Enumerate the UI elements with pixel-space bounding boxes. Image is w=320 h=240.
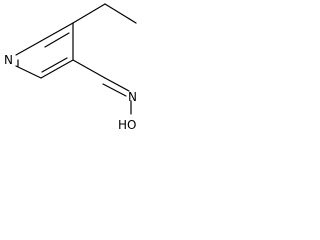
bond-c3-ch2 <box>72 3 106 24</box>
double-bond-c2-c3-inner <box>44 32 70 48</box>
pyridine-ring <box>15 22 74 79</box>
bond-c5-c6 <box>15 65 42 79</box>
bond-ch2-ch3 <box>104 3 137 24</box>
ethyl-group <box>72 3 137 24</box>
ring-nitrogen-label: N <box>4 53 13 67</box>
double-bond-ch-n-outer <box>104 77 130 92</box>
hydroxyl-label: HO <box>118 118 136 132</box>
chemical-structure: N N HO <box>4 3 137 132</box>
bond-n1-c2 <box>15 40 42 56</box>
bond-c4-c5 <box>40 59 74 79</box>
double-bond-c4-c5-inner <box>41 57 68 73</box>
double-bond-ch-n-inner <box>102 83 127 97</box>
bond-c4-ch <box>72 59 106 79</box>
oxime-group <box>72 59 132 115</box>
oxime-nitrogen-label: N <box>128 90 137 104</box>
bond-c2-c3 <box>40 22 74 42</box>
